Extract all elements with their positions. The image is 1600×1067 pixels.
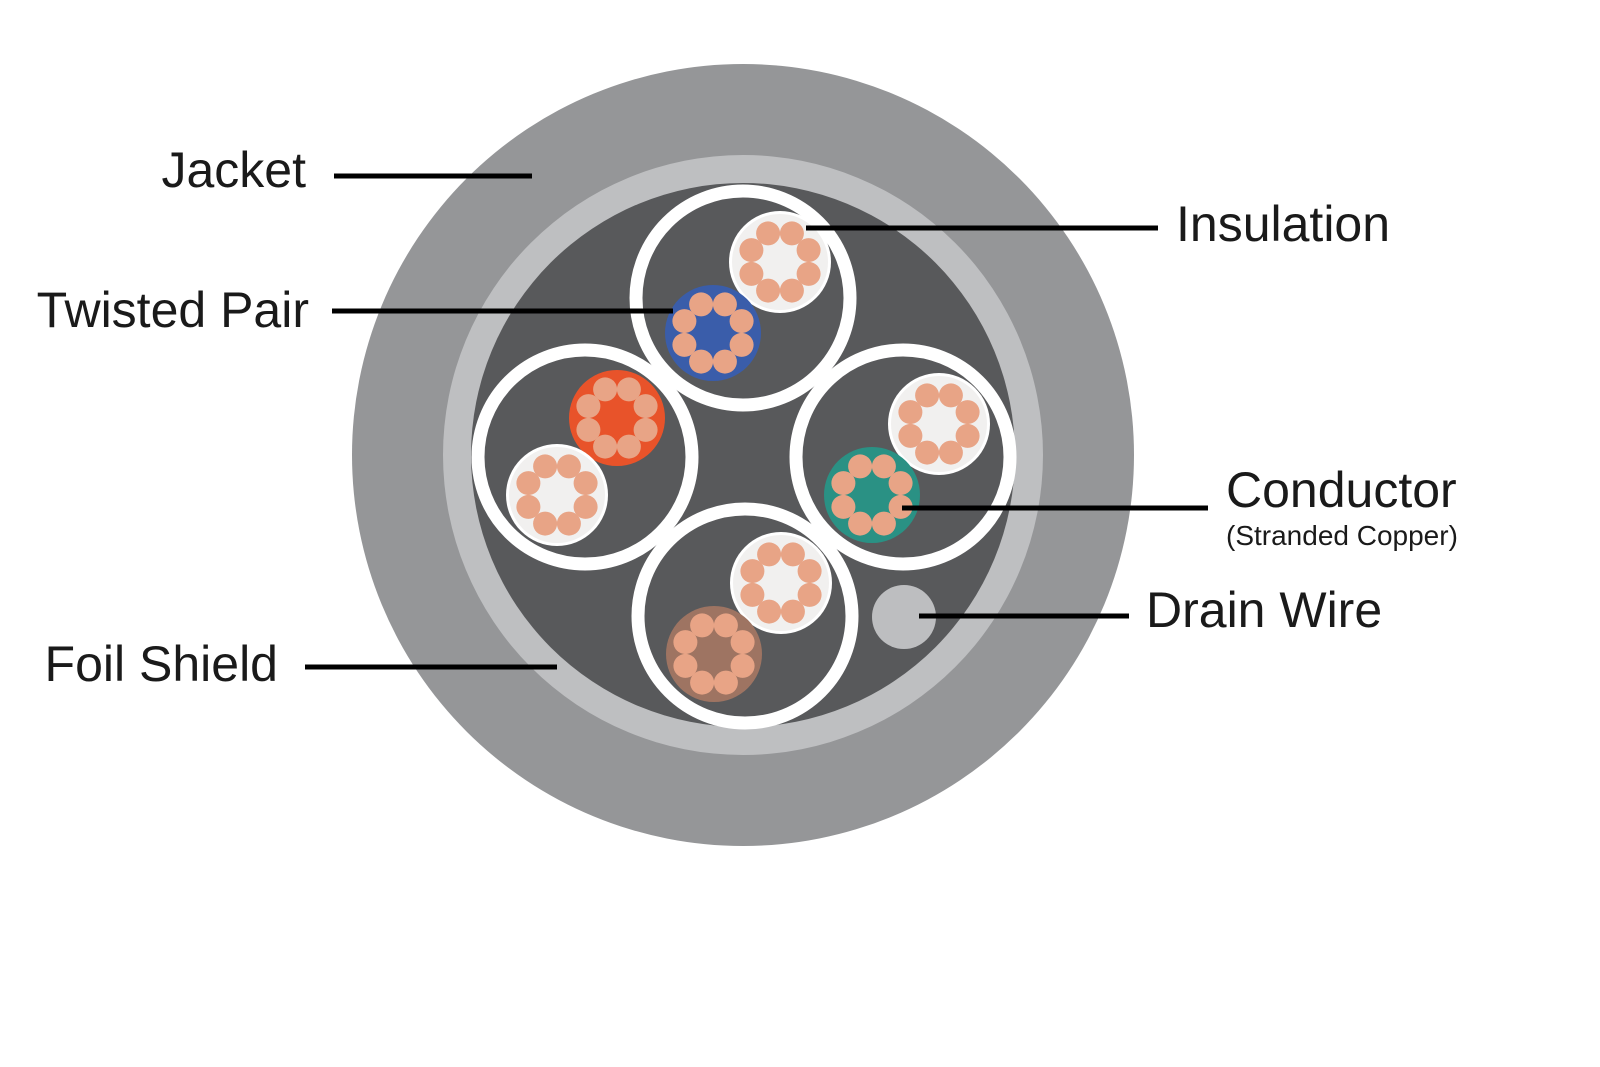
conductor-insulation	[891, 376, 987, 472]
copper-strand	[689, 349, 714, 374]
copper-strand	[831, 471, 856, 496]
copper-strand	[533, 511, 558, 536]
copper-strand	[633, 394, 658, 419]
white-conductor	[506, 444, 608, 546]
copper-strand	[756, 221, 781, 246]
jacket-label: Jacket	[161, 142, 306, 198]
copper-strand	[573, 471, 598, 496]
copper-strand	[593, 377, 618, 402]
drain-wire-label: Drain Wire	[1146, 582, 1382, 638]
conductor-insulation	[509, 447, 605, 543]
copper-strand	[757, 542, 782, 567]
copper-strand	[740, 582, 765, 607]
conductor-insulation	[665, 285, 761, 381]
copper-strand	[556, 454, 581, 479]
copper-strand	[556, 511, 581, 536]
copper-strand	[712, 349, 737, 374]
conductor-label: Conductor	[1226, 462, 1457, 518]
copper-strand	[831, 494, 856, 519]
copper-strand	[730, 653, 755, 678]
conductor-insulation	[732, 214, 828, 310]
copper-strand	[955, 400, 980, 425]
conductor-insulation	[733, 535, 829, 631]
white-conductor	[888, 373, 990, 475]
cable-core	[471, 183, 1015, 727]
copper-strand	[938, 383, 963, 408]
conductor-sublabel: (Stranded Copper)	[1226, 520, 1458, 551]
copper-strand	[938, 440, 963, 465]
copper-strand	[516, 471, 541, 496]
copper-strand	[712, 292, 737, 317]
copper-strand	[729, 332, 754, 357]
pair-bottom	[631, 502, 859, 730]
copper-strand	[593, 434, 618, 459]
white-conductor	[729, 211, 831, 313]
copper-strand	[573, 494, 598, 519]
copper-strand	[713, 670, 738, 695]
copper-strand	[915, 440, 940, 465]
copper-strand	[672, 309, 697, 334]
copper-strand	[576, 417, 601, 442]
copper-strand	[673, 630, 698, 655]
copper-strand	[616, 434, 641, 459]
orange-conductor	[569, 370, 665, 466]
pair-left	[471, 343, 699, 571]
copper-strand	[757, 599, 782, 624]
copper-strand	[779, 278, 804, 303]
copper-strand	[888, 494, 913, 519]
brown-conductor	[666, 606, 762, 702]
copper-strand	[780, 542, 805, 567]
pair-ring	[629, 184, 857, 412]
blue-conductor	[665, 285, 761, 381]
copper-strand	[780, 599, 805, 624]
copper-strand	[729, 309, 754, 334]
copper-strand	[739, 238, 764, 263]
copper-strand	[797, 582, 822, 607]
copper-strand	[740, 559, 765, 584]
copper-strand	[871, 454, 896, 479]
copper-strand	[672, 332, 697, 357]
copper-strand	[713, 613, 738, 638]
copper-strand	[848, 454, 873, 479]
green-conductor	[824, 447, 920, 543]
conductor-insulation	[824, 447, 920, 543]
conductor-insulation	[569, 370, 665, 466]
copper-strand	[871, 511, 896, 536]
copper-strand	[690, 613, 715, 638]
conductor-insulation	[666, 606, 762, 702]
copper-strand	[955, 423, 980, 448]
insulation-label: Insulation	[1176, 196, 1390, 252]
copper-strand	[633, 417, 658, 442]
copper-strand	[689, 292, 714, 317]
copper-strand	[796, 261, 821, 286]
pair-ring	[631, 502, 859, 730]
copper-strand	[779, 221, 804, 246]
copper-strand	[915, 383, 940, 408]
copper-strand	[888, 471, 913, 496]
pair-ring	[789, 343, 1017, 571]
copper-strand	[730, 630, 755, 655]
foil-shield-label: Foil Shield	[45, 636, 278, 692]
copper-strand	[616, 377, 641, 402]
copper-strand	[898, 423, 923, 448]
copper-strand	[756, 278, 781, 303]
copper-strand	[796, 238, 821, 263]
copper-strand	[797, 559, 822, 584]
copper-strand	[576, 394, 601, 419]
pair-ring	[471, 343, 699, 571]
pair-top	[629, 184, 857, 412]
pair-right	[789, 343, 1017, 571]
copper-strand	[516, 494, 541, 519]
copper-strand	[739, 261, 764, 286]
twisted-pair-label: Twisted Pair	[37, 282, 309, 338]
copper-strand	[673, 653, 698, 678]
copper-strand	[848, 511, 873, 536]
copper-strand	[533, 454, 558, 479]
white-conductor	[730, 532, 832, 634]
copper-strand	[898, 400, 923, 425]
drain-wire	[872, 585, 936, 649]
copper-strand	[690, 670, 715, 695]
